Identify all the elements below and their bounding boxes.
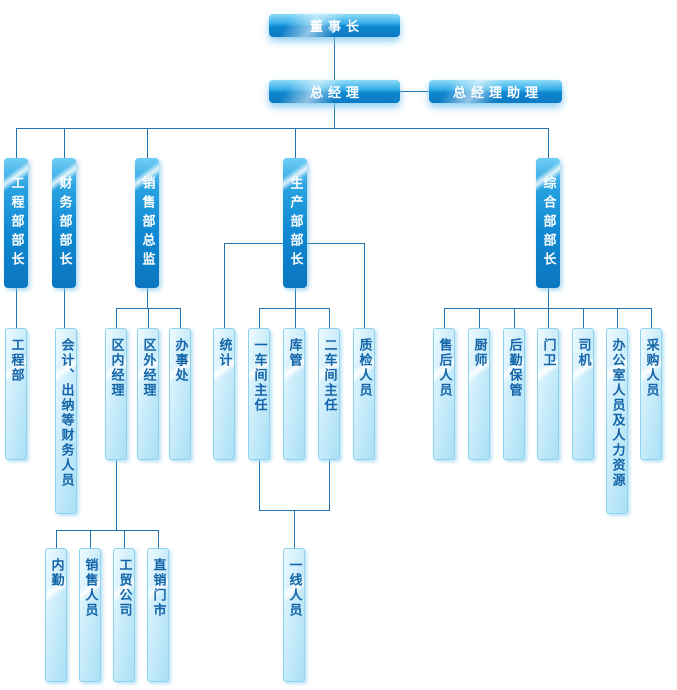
- connector: [64, 288, 65, 328]
- trade-company-label: 工贸公司: [116, 558, 132, 618]
- workshop2-director-label: 二车间主任: [321, 338, 337, 413]
- node-gm-assistant: 总经理助理: [429, 80, 562, 103]
- node-aftersales-staff: 售后人员: [433, 328, 455, 460]
- node-driver: 司机: [572, 328, 594, 460]
- branch-office-label: 办事处: [172, 338, 188, 383]
- node-general-manager: 总经理: [269, 80, 400, 103]
- node-sales-staff: 销售人员: [79, 548, 101, 682]
- connector: [56, 530, 57, 548]
- dept-admin-label: 综合部部长: [540, 175, 556, 271]
- connector: [329, 460, 330, 510]
- node-trade-company: 工贸公司: [113, 548, 135, 682]
- gm-assistant-label: 总经理助理: [452, 86, 543, 101]
- frontline-staff-label: 一线人员: [286, 558, 302, 618]
- node-workshop1-director: 一车间主任: [248, 328, 270, 460]
- warehouse-keeper-label: 库管: [286, 338, 302, 368]
- node-finance-staff: 会计、出纳等财务人员: [55, 328, 77, 514]
- node-dept-finance: 财务部部长: [52, 158, 76, 288]
- connector: [295, 128, 296, 158]
- node-frontline-staff: 一线人员: [283, 548, 305, 682]
- connector: [514, 308, 515, 328]
- connector: [16, 128, 17, 158]
- statistics-label: 统计: [216, 338, 232, 368]
- node-chairman: 董事长: [269, 14, 400, 37]
- node-direct-store: 直销门市: [147, 548, 169, 682]
- sales-staff-label: 销售人员: [82, 558, 98, 618]
- node-regional-manager-outside: 区外经理: [137, 328, 159, 460]
- dept-engineering-label: 工程部部长: [8, 175, 24, 271]
- dept-sales-label: 销售部总监: [139, 175, 155, 271]
- logistics-storekeeper-label: 后勤保管: [506, 338, 522, 398]
- connector: [16, 288, 17, 328]
- connector: [364, 243, 365, 328]
- connector: [116, 460, 117, 530]
- connector: [259, 308, 260, 328]
- connector: [116, 308, 117, 328]
- connector: [294, 510, 295, 548]
- node-dept-sales: 销售部总监: [135, 158, 159, 288]
- finance-staff-label: 会计、出纳等财务人员: [58, 338, 74, 488]
- connector: [651, 308, 652, 328]
- node-regional-manager-inside: 区内经理: [105, 328, 127, 460]
- regional-manager-inside-label: 区内经理: [108, 338, 124, 398]
- connector: [224, 243, 283, 244]
- connector: [617, 308, 618, 328]
- direct-store-label: 直销门市: [150, 558, 166, 618]
- node-logistics-storekeeper: 后勤保管: [503, 328, 525, 460]
- connector: [334, 37, 335, 80]
- connector: [90, 530, 91, 548]
- dept-finance-label: 财务部部长: [56, 175, 72, 271]
- node-internal-clerk: 内勤: [45, 548, 67, 682]
- connector: [147, 128, 148, 158]
- connector: [16, 128, 549, 129]
- node-office-hr-staff: 办公室人员及人力资源: [606, 328, 628, 514]
- connector: [259, 460, 260, 510]
- node-qc-staff: 质检人员: [353, 328, 375, 460]
- node-gatekeeper: 门卫: [537, 328, 559, 460]
- node-statistics: 统计: [213, 328, 235, 460]
- connector: [158, 530, 159, 548]
- node-dept-admin: 综合部部长: [536, 158, 560, 288]
- engineering-dept-label: 工程部: [8, 338, 24, 383]
- connector: [444, 308, 652, 309]
- office-hr-staff-label: 办公室人员及人力资源: [609, 338, 625, 488]
- connector: [124, 530, 125, 548]
- connector: [64, 128, 65, 158]
- node-workshop2-director: 二车间主任: [318, 328, 340, 460]
- node-branch-office: 办事处: [169, 328, 191, 460]
- gatekeeper-label: 门卫: [540, 338, 556, 368]
- node-warehouse-keeper: 库管: [283, 328, 305, 460]
- node-dept-production: 生产部部长: [283, 158, 307, 288]
- connector: [148, 308, 149, 328]
- connector: [479, 308, 480, 328]
- connector: [329, 308, 330, 328]
- node-dept-engineering: 工程部部长: [4, 158, 28, 288]
- qc-staff-label: 质检人员: [356, 338, 372, 398]
- internal-clerk-label: 内勤: [48, 558, 64, 588]
- connector: [583, 308, 584, 328]
- connector: [334, 103, 335, 128]
- connector: [400, 91, 429, 92]
- driver-label: 司机: [575, 338, 591, 368]
- aftersales-staff-label: 售后人员: [436, 338, 452, 398]
- purchasing-staff-label: 采购人员: [643, 338, 659, 398]
- connector: [307, 243, 364, 244]
- connector: [180, 308, 181, 328]
- connector: [444, 308, 445, 328]
- connector: [548, 128, 549, 158]
- connector: [259, 308, 330, 309]
- connector: [56, 530, 159, 531]
- dept-production-label: 生产部部长: [287, 175, 303, 271]
- chef-label: 厨师: [471, 338, 487, 368]
- regional-manager-outside-label: 区外经理: [140, 338, 156, 398]
- workshop1-director-label: 一车间主任: [251, 338, 267, 413]
- node-chef: 厨师: [468, 328, 490, 460]
- connector: [224, 243, 225, 328]
- connector: [147, 288, 148, 308]
- node-engineering-dept: 工程部: [5, 328, 27, 460]
- general-manager-label: 总经理: [309, 86, 364, 101]
- chairman-label: 董事长: [309, 20, 364, 35]
- node-purchasing-staff: 采购人员: [640, 328, 662, 460]
